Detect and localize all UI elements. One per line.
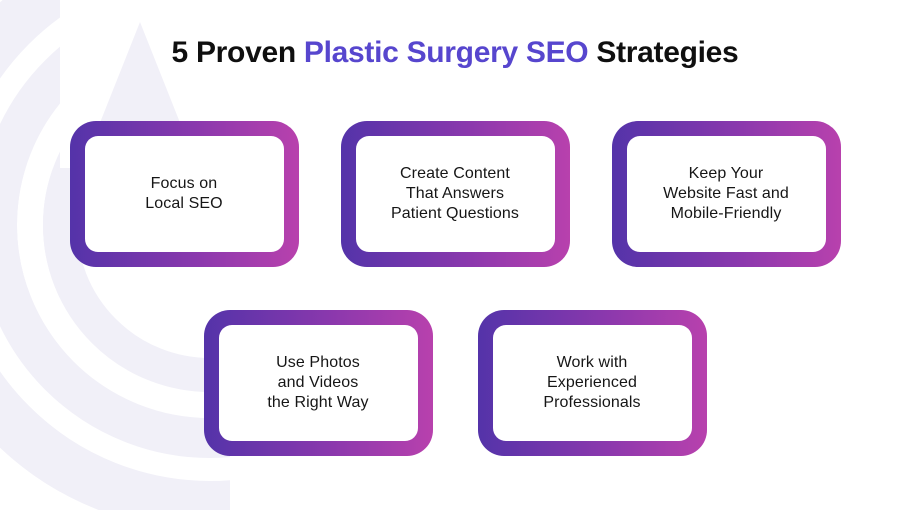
strategy-card-label: Create Content That Answers Patient Ques… [391,165,519,222]
strategy-card-label: Use Photos and Videos the Right Way [267,354,369,411]
strategy-card-label: Keep Your Website Fast and Mobile-Friend… [663,165,789,222]
strategy-card-local-seo: Focus on Local SEO [69,121,299,267]
strategy-card-fast-website: Keep Your Website Fast and Mobile-Friend… [611,121,841,267]
strategy-card-professionals: Work with Experienced Professionals [477,310,707,456]
strategy-card-label: Work with Experienced Professionals [543,354,641,411]
strategy-row-bottom: Use Photos and Videos the Right Way Work… [0,310,910,456]
strategy-row-top: Focus on Local SEO Create Content That A… [0,121,910,267]
strategy-card-face: Keep Your Website Fast and Mobile-Friend… [626,136,826,252]
title-prefix: 5 Proven [171,36,304,69]
strategy-card-label: Focus on Local SEO [145,175,223,212]
strategy-card-face: Work with Experienced Professionals [492,325,692,441]
strategy-card-photos-videos: Use Photos and Videos the Right Way [203,310,433,456]
strategy-card-content: Create Content That Answers Patient Ques… [340,121,570,267]
page-title: 5 Proven Plastic Surgery SEO Strategies [0,36,910,70]
title-suffix: Strategies [588,36,739,69]
title-highlight: Plastic Surgery SEO [303,36,589,69]
strategy-card-face: Create Content That Answers Patient Ques… [355,136,555,252]
strategy-card-face: Use Photos and Videos the Right Way [218,325,418,441]
strategy-card-face: Focus on Local SEO [84,136,284,252]
